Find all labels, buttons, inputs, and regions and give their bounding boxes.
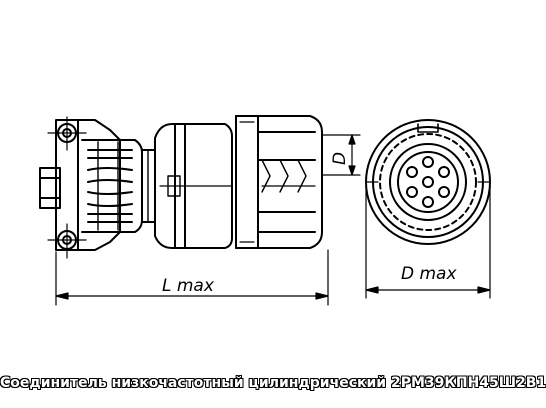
diameter-label: D max	[401, 264, 457, 284]
pin-contacts	[406, 156, 450, 208]
length-label: L max	[162, 276, 215, 296]
caption-text: Соединитель низкочастотный цилиндрически…	[0, 375, 546, 391]
connector-front-view	[365, 119, 491, 299]
front-housing	[235, 115, 323, 249]
rear-stub	[39, 167, 61, 209]
coupling-nut	[154, 123, 233, 249]
diameter-dimension	[365, 185, 491, 299]
flange-dimension-d	[321, 134, 361, 176]
drawing-canvas: L max D max D Соединитель низкочастотный…	[0, 115, 546, 391]
ribbed-body	[81, 139, 143, 233]
length-dimension	[55, 249, 329, 306]
connector-side-view	[39, 115, 361, 306]
connector-neck	[141, 149, 156, 223]
mounting-flange	[47, 116, 121, 259]
connector-technical-drawing: L max D max D	[39, 115, 491, 306]
side-d-label: D	[330, 152, 350, 165]
